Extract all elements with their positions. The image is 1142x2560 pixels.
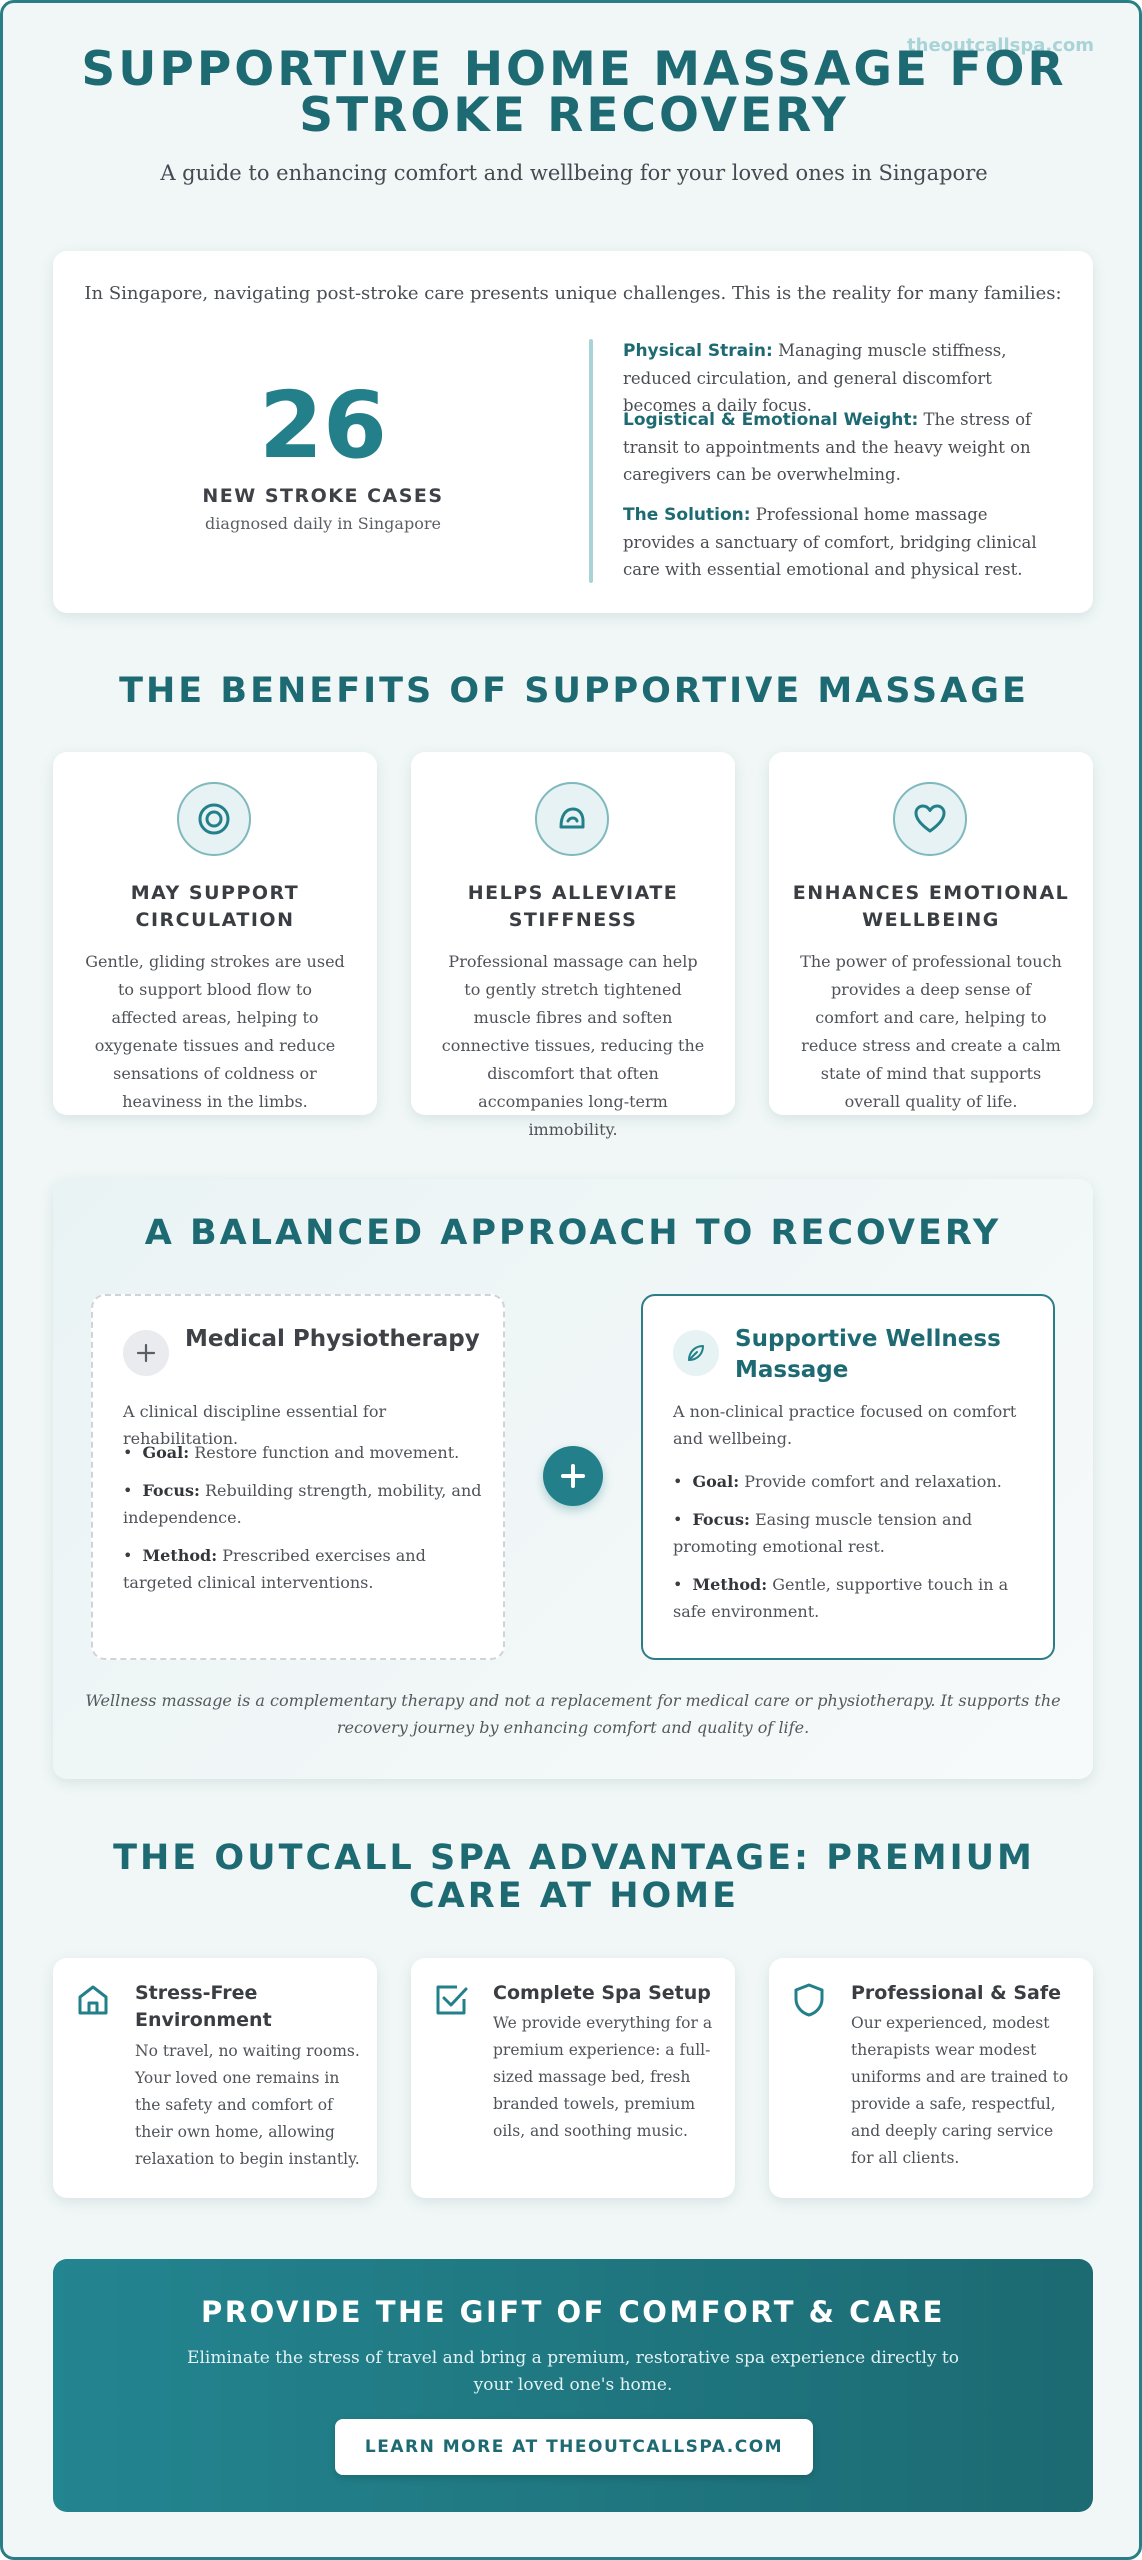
list-item-text: Restore function and movement.	[194, 1443, 460, 1462]
plus-icon	[123, 1330, 169, 1376]
intro-card: In Singapore, navigating post-stroke car…	[53, 251, 1093, 613]
advantage-text: Our experienced, modest therapists wear …	[851, 2014, 1069, 2167]
approach-title: A Balanced Approach to Recovery	[144, 1213, 1002, 1253]
cta-title: Provide the Gift of Comfort & Care	[201, 2295, 945, 2329]
physiotherapy-box: Medical Physiotherapy A clinical discipl…	[91, 1294, 505, 1660]
intro-point: Physical Strain: Managing muscle stiffne…	[623, 337, 1053, 419]
physiotherapy-title: Medical Physiotherapy	[185, 1326, 480, 1352]
cta-banner: Provide the Gift of Comfort & Care Elimi…	[53, 2259, 1093, 2512]
advantage-title-label: Stress-Free Environment	[135, 1982, 272, 2031]
list-item-text: Gentle, supportive touch in a safe envir…	[673, 1575, 1009, 1621]
approach-note: Wellness massage is a complementary ther…	[85, 1691, 1061, 1737]
advantage-text: We provide everything for a premium expe…	[493, 2014, 713, 2140]
checkbox-icon	[431, 1980, 471, 2020]
advantage-card: Complete Spa Setup We provide everything…	[411, 1958, 735, 2198]
advantage-title-label: Complete Spa Setup	[493, 1982, 711, 2004]
physiotherapy-list: Goal: Restore function and movement. Foc…	[123, 1439, 483, 1607]
target-circle-icon	[177, 782, 251, 856]
benefit-card: Helps Alleviate Stiffness Professional m…	[411, 752, 735, 1139]
benefit-text: Professional massage can help to gently …	[441, 952, 705, 1139]
intro-point: Logistical & Emotional Weight: The stres…	[623, 406, 1053, 488]
advantage-card: Stress-Free Environment No travel, no wa…	[53, 1958, 377, 2198]
advantage-title-label: Professional & Safe	[851, 1982, 1062, 2004]
list-item: Focus: Easing muscle tension and promoti…	[673, 1506, 1033, 1560]
list-item-label: Goal:	[142, 1443, 190, 1462]
wellness-massage-box: Supportive Wellness Massage A non-clinic…	[641, 1294, 1055, 1660]
list-item-label: Goal:	[692, 1472, 740, 1491]
home-icon	[73, 1980, 113, 2020]
intro-point: The Solution: Professional home massage …	[623, 501, 1053, 583]
list-item-text: Prescribed exercises and targeted clinic…	[123, 1546, 426, 1592]
intro-point-label: The Solution:	[623, 505, 751, 525]
intro-text: In Singapore, navigating post-stroke car…	[84, 283, 1062, 304]
learn-more-button[interactable]: Learn More at TheOutcallSpa.com	[335, 2419, 813, 2475]
list-item-label: Method:	[142, 1546, 218, 1565]
benefit-text: The power of professional touch provides…	[800, 952, 1062, 1111]
benefit-title: May Support Circulation	[130, 882, 300, 931]
intro-point-label: Physical Strain:	[623, 341, 773, 361]
approach-section: A Balanced Approach to Recovery Medical …	[53, 1179, 1093, 1779]
benefit-title: Helps Alleviate Stiffness	[467, 882, 679, 931]
wellness-list: Goal: Provide comfort and relaxation. Fo…	[673, 1468, 1033, 1636]
stat-label: New Stroke Cases	[202, 485, 444, 507]
wellness-desc: A non-clinical practice focused on comfo…	[673, 1402, 1017, 1448]
benefit-card: Enhances Emotional Wellbeing The power o…	[769, 752, 1093, 1115]
intro-point-label: Logistical & Emotional Weight:	[623, 410, 919, 430]
leaf-icon	[673, 1330, 719, 1376]
list-item-text: Rebuilding strength, mobility, and indep…	[123, 1481, 482, 1527]
list-item-text: Easing muscle tension and promoting emot…	[673, 1510, 973, 1556]
list-item-label: Focus:	[142, 1481, 200, 1500]
intro-point-text: Managing muscle stiffness, reduced circu…	[623, 341, 1007, 415]
list-item: Method: Prescribed exercises and targete…	[123, 1542, 483, 1596]
advantage-text: No travel, no waiting rooms. Your loved …	[135, 2042, 360, 2168]
benefit-title: Enhances Emotional Wellbeing	[792, 882, 1070, 931]
page-title: Supportive Home Massage for Stroke Recov…	[81, 42, 1067, 143]
list-item-label: Method:	[692, 1575, 768, 1594]
list-item: Goal: Restore function and movement.	[123, 1439, 483, 1466]
muscle-icon	[535, 782, 609, 856]
stat-number: 26	[258, 372, 388, 479]
site-watermark: theoutcallspa.com	[907, 35, 1094, 56]
plus-connector-icon	[543, 1446, 603, 1506]
shield-icon	[789, 1980, 829, 2020]
intro-point-text: The stress of transit to appointments an…	[623, 410, 1032, 484]
advantage-title: The Outcall Spa Advantage: Premium Care …	[113, 1838, 1035, 1916]
intro-point-text: Professional home massage provides a san…	[623, 505, 1037, 579]
list-item: Goal: Provide comfort and relaxation.	[673, 1468, 1033, 1495]
benefits-title: The Benefits of Supportive Massage	[119, 671, 1029, 711]
cta-text: Eliminate the stress of travel and bring…	[187, 2348, 959, 2395]
benefit-card: May Support Circulation Gentle, gliding …	[53, 752, 377, 1115]
list-item-text: Provide comfort and relaxation.	[744, 1472, 1002, 1491]
benefit-text: Gentle, gliding strokes are used to supp…	[85, 952, 345, 1111]
list-item: Method: Gentle, supportive touch in a sa…	[673, 1571, 1033, 1625]
heart-icon	[893, 782, 967, 856]
list-item: Focus: Rebuilding strength, mobility, an…	[123, 1477, 483, 1531]
list-item-label: Focus:	[692, 1510, 750, 1529]
intro-divider	[589, 339, 593, 583]
page-subtitle: A guide to enhancing comfort and wellbei…	[160, 161, 988, 185]
stat-subtext: diagnosed daily in Singapore	[205, 514, 441, 533]
advantage-card: Professional & Safe Our experienced, mod…	[769, 1958, 1093, 2198]
wellness-title: Supportive Wellness Massage	[735, 1326, 1001, 1383]
